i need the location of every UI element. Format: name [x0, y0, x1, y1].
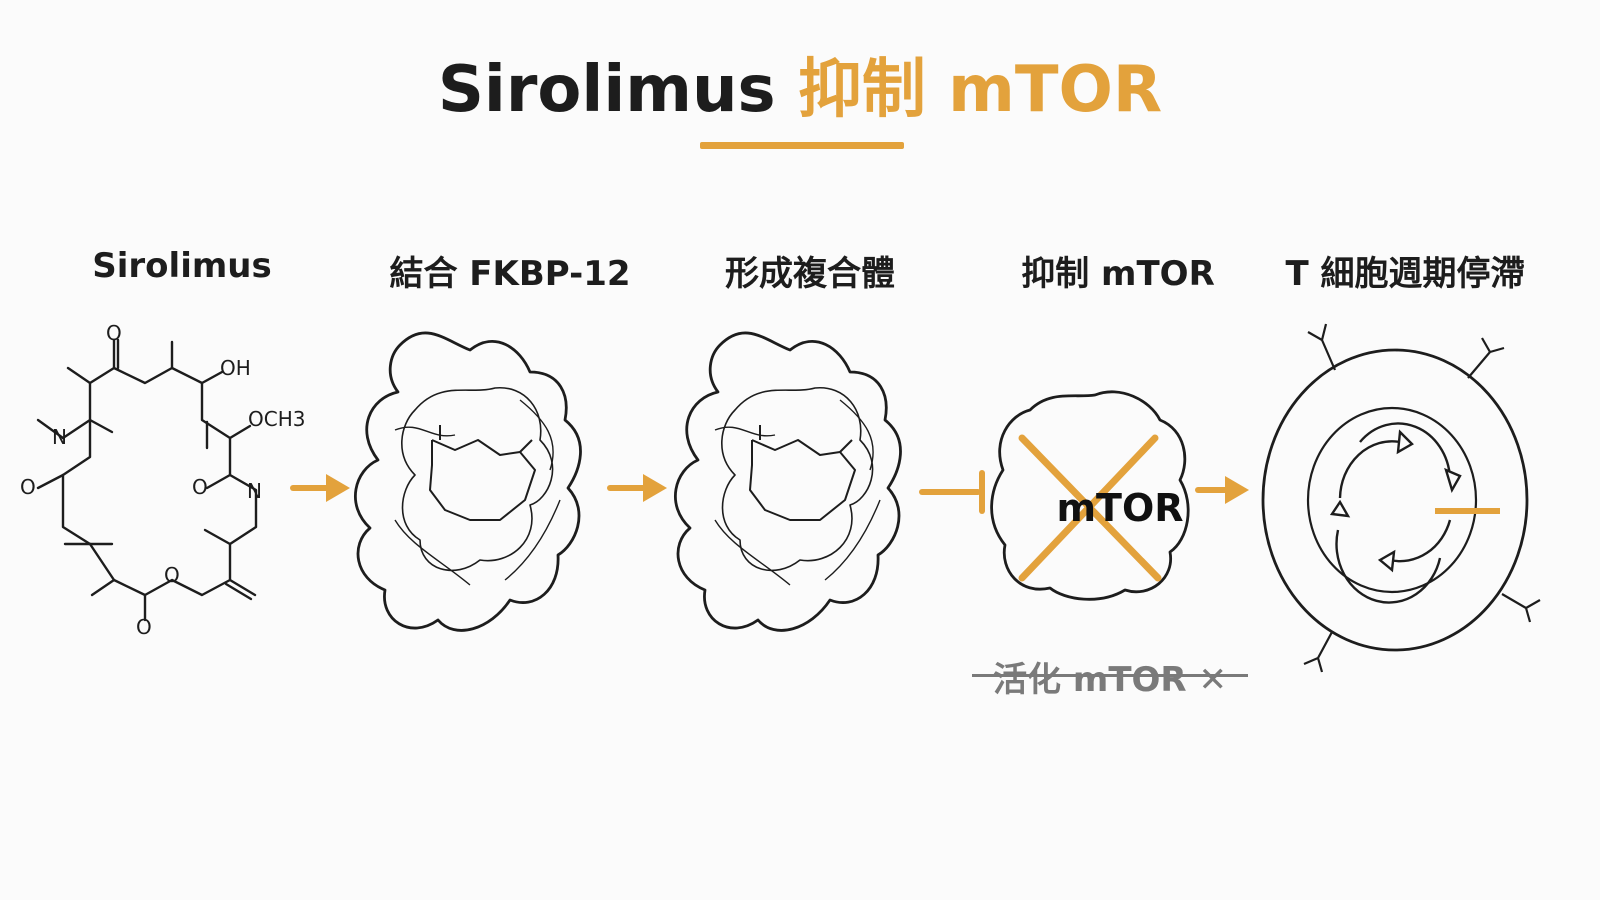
- step-label-inhibit-mtor: 抑制 mTOR: [1021, 254, 1215, 294]
- step-label-t-cell-arrest: T 細胞週期停滯: [1285, 254, 1525, 294]
- arrow-1-icon: [290, 474, 350, 502]
- arrow-2-icon: [607, 474, 667, 502]
- atom-label-carbonyl-bottom: O: [136, 615, 152, 639]
- step-label-sirolimus: Sirolimus: [92, 246, 272, 286]
- step-label-form-complex: 形成複合體: [725, 254, 895, 294]
- inhibition-cross-icon: [1018, 434, 1162, 582]
- title-main: Sirolimus: [437, 53, 798, 127]
- cell-cycle-arrest: [1261, 323, 1541, 673]
- arrow-4-icon: [1195, 476, 1249, 504]
- inactive-mtor-text: 活化 mTOR ✕: [993, 660, 1227, 700]
- strikethrough-line: [972, 674, 1248, 677]
- mtor-label: mTOR: [1056, 486, 1184, 530]
- atom-label-ring-n: N: [247, 479, 262, 503]
- inhibit-arrow-icon: [919, 470, 985, 514]
- page-title: Sirolimus 抑制 mTOR: [0, 38, 1600, 130]
- atom-label-methoxy: OCH3: [248, 407, 305, 431]
- cell-cycle-arrows-icon: [1329, 422, 1462, 604]
- fkbp12-sirolimus-complex: [673, 331, 902, 632]
- mtor-protein: [990, 390, 1190, 601]
- step-arrows: [290, 470, 1249, 514]
- atom-label-carbonyl-left: O: [20, 475, 36, 499]
- atom-label-ester-o: O: [164, 563, 180, 587]
- title-underline: [700, 142, 904, 149]
- sirolimus-molecule: [36, 338, 258, 622]
- title-accent: 抑制 mTOR: [797, 53, 1163, 127]
- inactive-mtor-label: 活化 mTOR ✕: [972, 652, 1248, 701]
- step-label-bind-fkbp12: 結合 FKBP-12: [389, 254, 631, 294]
- molecule-atom-labels: O OH OCH3 N O O N O O: [20, 321, 305, 639]
- fkbp12-protein: [353, 331, 582, 632]
- atom-label-carbonyl-top: O: [106, 321, 122, 345]
- cell-receptor-icons: [1303, 323, 1541, 673]
- atom-label-hydroxyl: OH: [220, 356, 251, 380]
- atom-label-carbonyl-right: O: [192, 475, 208, 499]
- atom-label-amide-n: N: [52, 425, 67, 449]
